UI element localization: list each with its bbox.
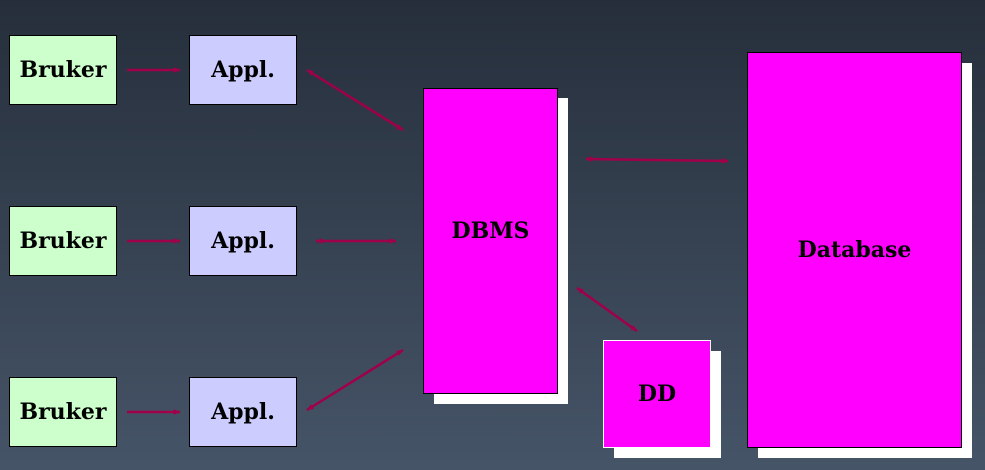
user-box-1: Bruker bbox=[9, 35, 117, 105]
arrow-dbms-database bbox=[585, 156, 729, 164]
dd-label: DD bbox=[637, 381, 677, 407]
application-label: Appl. bbox=[211, 399, 275, 425]
user-label: Bruker bbox=[19, 228, 107, 254]
user-label: Bruker bbox=[19, 57, 107, 83]
dbms-label: DBMS bbox=[451, 218, 530, 244]
arrow-dbms-dd bbox=[576, 286, 638, 333]
arrow-app3-dbms bbox=[306, 348, 404, 412]
dd-box: DD bbox=[603, 340, 711, 448]
user-box-3: Bruker bbox=[9, 377, 117, 447]
database-label: Database bbox=[797, 237, 912, 263]
user-box-2: Bruker bbox=[9, 206, 117, 276]
arrow-app1-dbms bbox=[306, 68, 404, 132]
application-box-2: Appl. bbox=[189, 206, 297, 276]
application-box-3: Appl. bbox=[189, 377, 297, 447]
dbms-box: DBMS bbox=[423, 88, 558, 394]
application-label: Appl. bbox=[211, 228, 275, 254]
application-label: Appl. bbox=[211, 57, 275, 83]
application-box-1: Appl. bbox=[189, 35, 297, 105]
user-label: Bruker bbox=[19, 399, 107, 425]
database-box: Database bbox=[747, 52, 962, 448]
